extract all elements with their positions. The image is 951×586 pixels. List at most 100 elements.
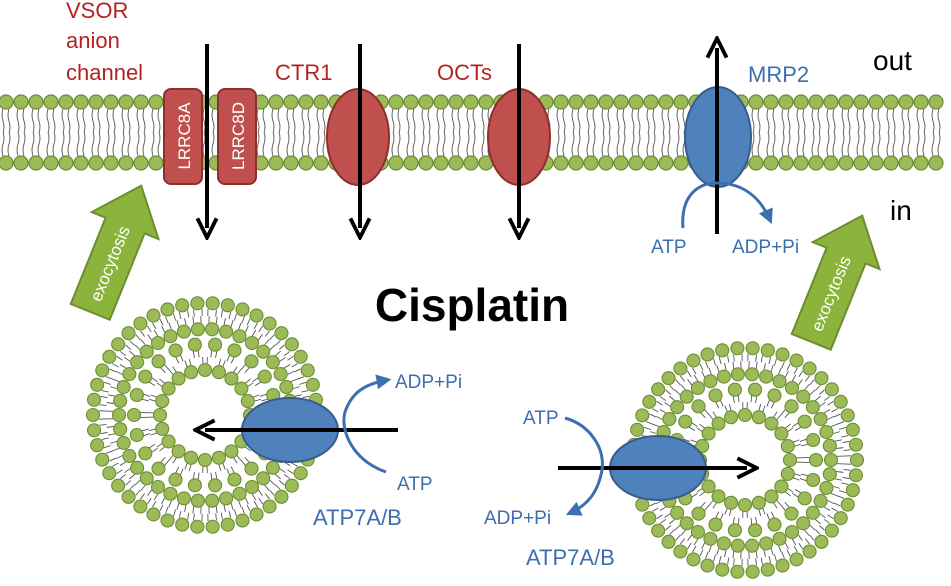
lipid-head: [111, 478, 126, 493]
lipid-head: [695, 439, 710, 454]
lipid-head: [701, 479, 716, 494]
lipid-head: [806, 432, 821, 448]
lipid-head: [745, 538, 760, 553]
vsor-label-line1: VSOR: [66, 0, 128, 23]
lipid-head: [630, 422, 645, 437]
lipid-head: [146, 308, 161, 323]
lipid-head: [268, 94, 284, 110]
lipid-head: [139, 344, 154, 359]
lipid-head: [686, 552, 701, 567]
lipid-head: [808, 94, 824, 110]
lipid-head: [284, 337, 299, 352]
lipid-head: [849, 452, 865, 468]
lrrc8d-subunit: [217, 88, 257, 185]
lipid-head: [160, 513, 175, 528]
lipid-head: [150, 335, 166, 351]
lipid-head: [133, 94, 149, 110]
lipid-head: [171, 371, 186, 386]
lipid-head: [745, 564, 760, 579]
mrp2-atp-label: ATP: [651, 237, 687, 258]
lipid-head: [151, 354, 166, 369]
octs-label: OCTs: [437, 60, 492, 85]
lipid-head: [883, 94, 899, 110]
lipid-head: [928, 155, 944, 171]
lipid-head: [265, 355, 280, 370]
atp7ab-left-atp-arrow: [342, 374, 392, 474]
lipid-head: [796, 389, 811, 404]
lipid-head: [784, 380, 800, 396]
lipid-head: [763, 94, 779, 110]
atp7ab-right-label: ATP7A/B: [526, 545, 615, 570]
lipid-head: [73, 155, 89, 171]
lipid-head: [28, 94, 44, 110]
lipid-head: [898, 155, 914, 171]
lipid-head: [690, 524, 706, 540]
lipid-head: [853, 155, 869, 171]
lipid-head: [686, 353, 701, 368]
lipid-head: [808, 155, 824, 171]
lipid-head: [418, 155, 434, 171]
lipid-head: [111, 337, 126, 352]
lipid-head: [121, 489, 136, 504]
lipid-head: [129, 427, 144, 443]
lipid-head: [220, 517, 235, 532]
lipid-head: [673, 361, 688, 376]
lipid-head: [448, 94, 464, 110]
lipid-head: [268, 155, 284, 171]
lipid-head: [727, 523, 742, 538]
lipid-head: [208, 337, 223, 352]
out-label: out: [873, 45, 912, 76]
lipid-head: [88, 155, 104, 171]
lipid-head: [711, 489, 726, 504]
lipid-head: [678, 414, 693, 429]
lipid-head: [568, 155, 584, 171]
lipid-head: [190, 322, 205, 337]
lipid-head: [133, 499, 148, 514]
lipid-head: [86, 423, 102, 438]
vesicle-right: [625, 341, 865, 579]
lipid-head: [824, 382, 839, 397]
lipid-head: [148, 94, 164, 110]
lipid-head: [813, 412, 828, 427]
lipid-head: [670, 505, 685, 520]
lipid-head: [448, 155, 464, 171]
lipid-head: [244, 461, 259, 476]
lipid-head: [86, 392, 102, 407]
lipid-head: [774, 479, 789, 494]
lipid-head: [840, 497, 855, 512]
lipid-head: [661, 534, 676, 549]
lipid-head: [403, 155, 419, 171]
in-label: in: [890, 195, 912, 226]
lipid-tails: [1, 108, 941, 157]
lipid-head: [139, 471, 154, 486]
lipid-head: [155, 394, 170, 409]
lipid-head: [808, 452, 824, 468]
lipid-head: [240, 394, 255, 409]
lipid-head: [265, 460, 280, 475]
lipid-head: [103, 155, 119, 171]
lipid-head: [95, 452, 110, 467]
lipid-head: [244, 335, 260, 351]
lipid-head: [780, 466, 795, 481]
vsor-channel: LRRC8A LRRC8D: [163, 88, 257, 185]
lipid-head: [913, 155, 929, 171]
lipid-head: [784, 506, 799, 521]
lipid-head: [822, 467, 837, 482]
lipid-head: [118, 155, 134, 171]
lipid-head: [138, 446, 153, 461]
lipid-head: [116, 435, 131, 450]
lipid-head: [224, 371, 239, 386]
lrrc8a-subunit: [163, 88, 203, 185]
lipid-head: [249, 507, 264, 522]
lipid-head: [724, 410, 739, 425]
lipid-head: [775, 347, 790, 362]
lipid-head: [868, 94, 884, 110]
lipid-head: [797, 414, 812, 429]
lipid-head: [679, 389, 694, 404]
lipid-head: [748, 94, 764, 110]
lipid-head: [737, 497, 753, 513]
lipid-head: [613, 94, 629, 110]
lipid-head: [833, 394, 848, 409]
lipid-head: [898, 94, 914, 110]
lipid-head: [845, 422, 860, 437]
